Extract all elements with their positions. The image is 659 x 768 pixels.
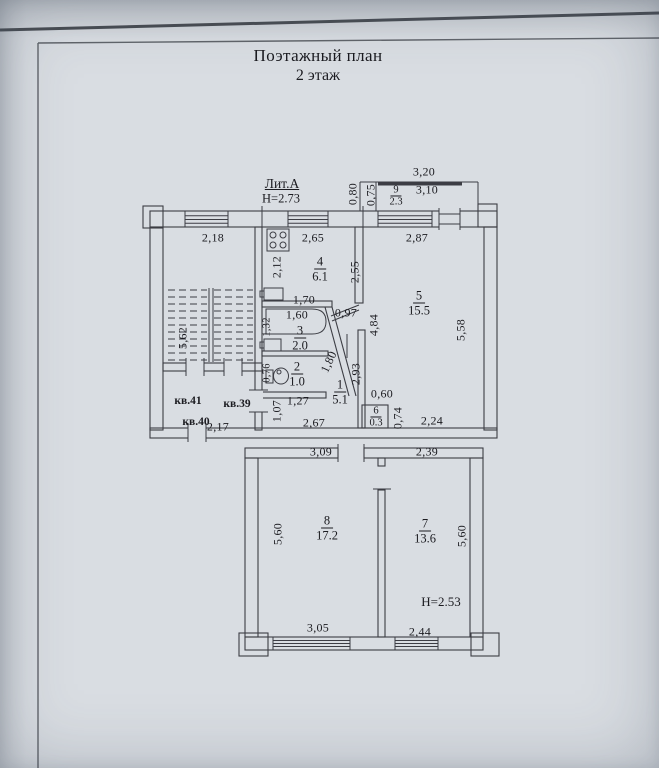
dimension-label: 0,60: [370, 386, 394, 401]
dimension-label: 5,60: [270, 522, 285, 546]
apartment-label: кв.40: [182, 416, 210, 428]
dimension-label: 1,60: [285, 307, 309, 322]
dimension-label: 3,10: [415, 182, 439, 197]
dimension-label: 1,70: [292, 292, 316, 307]
dimension-label: 2,24: [420, 413, 444, 428]
room-area: 6.1: [312, 269, 328, 284]
room-number: 4: [313, 255, 327, 270]
room-number: 9: [390, 184, 402, 197]
balcony-outline: [359, 181, 479, 211]
dimension-label: 2,65: [301, 230, 325, 245]
dimension-label: 3,05: [306, 620, 330, 635]
dimension-label: 4,84: [366, 313, 381, 337]
dimension-label: 2,12: [269, 255, 284, 279]
room-number: 1: [333, 378, 347, 393]
room-area: 2.3: [389, 196, 403, 208]
apartment-label: кв.41: [174, 395, 202, 407]
door-openings: [185, 206, 461, 490]
litera-label: Лит.А: [264, 176, 300, 191]
room-number: 8: [320, 514, 334, 529]
dimension-label: 0,97: [334, 305, 358, 320]
room-number: 5: [412, 289, 426, 304]
bathroom-sink-icon: [259, 338, 282, 352]
plan-title: Поэтажный план: [253, 46, 383, 65]
room-area: 13.6: [414, 531, 436, 546]
stairs: [168, 288, 253, 362]
dimension-label: 1,27: [286, 393, 310, 408]
room-number: 7: [418, 517, 432, 532]
dimension-label: 2,44: [408, 624, 432, 639]
dimension-label: 3,09: [309, 444, 333, 459]
dimension-label: 1,80: [317, 348, 340, 375]
fixtures: [259, 228, 327, 385]
toilet-icon: [265, 367, 289, 385]
ceiling-height-lower: Н=2.53: [421, 594, 461, 609]
dimension-label: 2,39: [415, 444, 439, 459]
ceiling-height-upper: Н=2.73: [262, 191, 300, 206]
apartment-label: кв.39: [223, 398, 251, 410]
room-area: 5.1: [332, 392, 348, 407]
room-area: 17.2: [316, 528, 338, 543]
dimension-label: 1,07: [269, 399, 284, 423]
room-area: 1.0: [289, 374, 305, 389]
room-number: 2: [290, 360, 304, 375]
room-area: 2.0: [292, 338, 308, 353]
page-frame: [37, 37, 659, 768]
plan-subtitle-floor: 2 этаж: [295, 67, 341, 84]
dimension-label: 2,67: [302, 415, 326, 430]
dimension-label: 5,58: [453, 318, 468, 342]
dimension-label: 2,87: [405, 230, 429, 245]
dimension-label: 3,20: [412, 164, 436, 179]
room-area: 15.5: [408, 303, 430, 318]
bathtub-icon: [265, 308, 327, 335]
kitchen-sink-icon: [259, 287, 284, 301]
room-number: 6: [370, 405, 382, 418]
dimension-label: 1,32: [261, 317, 273, 337]
dimension-label: 2,55: [347, 260, 362, 284]
dimension-label: 0,74: [390, 406, 405, 430]
dimension-label: 2,17: [206, 419, 230, 434]
dimension-label: 5,60: [454, 524, 469, 548]
windows: [184, 210, 439, 651]
room-number: 3: [293, 324, 307, 339]
dimension-label: 0,80: [345, 182, 360, 206]
photo-edge: [0, 11, 659, 32]
dimension-label: 5,62: [175, 326, 190, 350]
stove-icon: [266, 228, 290, 252]
dimension-label: 0,76: [261, 363, 273, 383]
dimension-label: 2,93: [348, 362, 363, 386]
dimension-label: 2,18: [201, 230, 225, 245]
dimension-label: 0,75: [363, 183, 378, 207]
room-area: 0.3: [369, 417, 383, 429]
